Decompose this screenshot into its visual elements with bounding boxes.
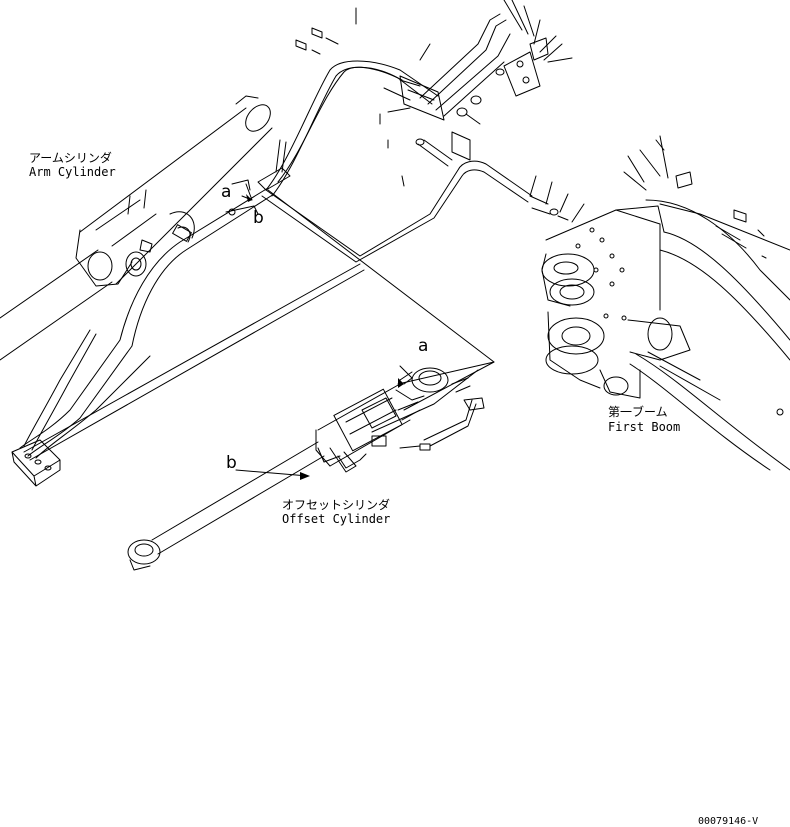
offset-cylinder-label-jp: オフセットシリンダ [282,498,391,512]
arrowheads [246,194,404,480]
document-number: 00079146-V [698,816,759,827]
offset-cylinder-label-en: Offset Cylinder [282,512,391,526]
first-boom-label-jp: 第一ブーム [608,405,668,419]
offset-cylinder-drawing [128,368,484,570]
boom-fittings [530,140,766,258]
callout-b-lower: b [226,453,237,473]
arm-cylinder-label-en: Arm Cylinder [29,165,116,179]
clamp-hardware [296,0,572,186]
arm-cylinder-label-jp: アームシリンダ [29,151,112,165]
callout-a-lower: a [418,336,429,356]
first-boom-drawing [542,200,790,470]
first-boom-label-en: First Boom [608,420,681,434]
callout-b-upper: b [253,208,264,228]
arm-cylinder-drawing [0,96,275,360]
reference-lines [226,136,668,476]
hydraulic-hoses [12,14,532,486]
callout-a-upper: a [221,182,232,202]
